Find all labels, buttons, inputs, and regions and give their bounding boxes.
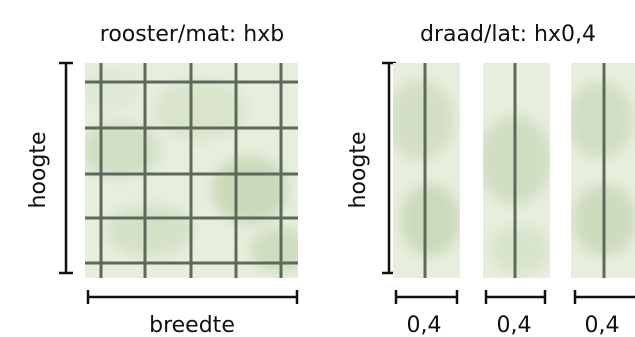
height-dimension-left [59, 61, 73, 275]
height-label-right: hoogte [346, 132, 371, 209]
strip-width-label-2: 0,4 [497, 313, 532, 337]
strip-width-dimension-1 [394, 290, 459, 304]
right-panel-title: draad/lat: hx0,4 [420, 22, 596, 47]
width-label: breedte [149, 313, 235, 337]
mesh-grid-lines [85, 63, 298, 278]
strip-width-dimension-3 [573, 290, 635, 304]
strip-width-label-3: 0,4 [585, 313, 620, 337]
strip-width-label-1: 0,4 [407, 313, 442, 337]
left-panel-title: rooster/mat: hxb [100, 22, 284, 47]
height-label-left: hoogte [26, 132, 51, 209]
strip-width-dimension-2 [484, 290, 547, 304]
width-dimension [86, 290, 299, 304]
